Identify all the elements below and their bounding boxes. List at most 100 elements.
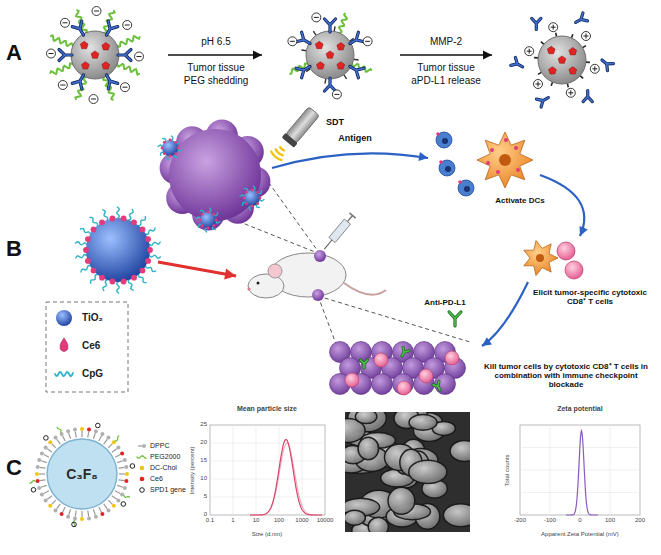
legend-box: [46, 302, 128, 392]
lipid-head: [123, 458, 127, 462]
antibody-outline: [118, 50, 131, 61]
ce6-dot: [256, 191, 259, 194]
lipid-head: [100, 432, 104, 436]
lipid-tail: [108, 444, 112, 448]
ce6-dot: [147, 247, 153, 253]
lipid-head: [94, 429, 98, 433]
axis-tick: -100: [544, 517, 556, 524]
chart-title: Mean particle size: [237, 405, 297, 413]
chart-title: Zeta potential: [557, 405, 603, 413]
charge-sign: [586, 34, 587, 39]
lipid-tail: [47, 449, 52, 453]
cpg-strand: [240, 195, 244, 197]
ce6-dot: [85, 236, 91, 242]
lipid-head: [40, 492, 44, 496]
ce6-dot: [110, 279, 116, 285]
lipid-tail: [69, 509, 71, 515]
ce6-dot: [163, 152, 166, 155]
tumor-mass: [169, 129, 261, 221]
peg-chain: [30, 481, 36, 484]
antibody: [583, 91, 592, 102]
panel-b: [46, 106, 588, 395]
antibody-outline: [347, 32, 364, 48]
antibody: [449, 312, 461, 326]
lipid-tail: [87, 511, 89, 517]
panel-letter: C: [6, 455, 22, 480]
lipid-tail: [112, 449, 117, 453]
sem-particle: [409, 460, 447, 483]
lipid-head: [87, 428, 91, 432]
drug-pentagon: [547, 46, 555, 53]
lipid-tail: [75, 511, 77, 517]
antibody: [59, 50, 72, 61]
antibody-body: [296, 62, 313, 78]
charge-sign: [553, 25, 554, 30]
ultrasound-wave: [275, 149, 283, 156]
gene-ring: [31, 488, 36, 493]
cpg-strand: [171, 136, 173, 140]
antibody: [102, 72, 118, 89]
cpg-strand: [178, 149, 182, 151]
charge-sign: [91, 99, 96, 100]
antibody-outline: [296, 62, 313, 78]
axis-tick: 1: [231, 517, 234, 524]
cpg-strand: [167, 156, 169, 160]
cpg-strand: [146, 266, 156, 272]
antibody: [573, 13, 587, 26]
charge-sign: [94, 11, 99, 12]
arrow-line: [400, 54, 492, 56]
lipid-tail: [119, 473, 125, 474]
axis-tick: -200: [514, 517, 526, 524]
axis-title: Intensity (percent): [189, 446, 196, 494]
cell-nucleus: [445, 166, 451, 172]
arrow-head: [482, 337, 492, 346]
legend-symbol: [140, 477, 145, 482]
antibody-outline: [347, 62, 364, 78]
antigen-dot: [436, 132, 440, 136]
grid-line: [210, 479, 325, 480]
t-cell: [565, 261, 583, 279]
drug-pentagon: [337, 43, 345, 50]
bubble-circle: [47, 439, 117, 509]
legend-symbol: [55, 372, 73, 376]
arrow-head: [224, 269, 236, 280]
ce6-dot: [245, 191, 248, 194]
lipid-head: [40, 452, 44, 456]
drug-pentagon: [102, 62, 110, 69]
arrow-head: [253, 51, 262, 60]
lipid-tail: [75, 432, 77, 438]
axis-tick: 0: [204, 511, 207, 518]
lipid-tail: [99, 507, 102, 512]
dendritic-cell: [524, 241, 558, 276]
gene-ring: [96, 423, 101, 428]
lipid-head: [107, 508, 111, 512]
lipid-tail: [44, 491, 49, 494]
antibody: [325, 19, 336, 32]
antibody-outline: [72, 72, 88, 89]
antibody-body: [325, 19, 336, 32]
antibody-body: [72, 72, 88, 89]
lipid-tail: [93, 433, 95, 439]
sem-particle: [368, 517, 388, 532]
cpg-strand: [129, 209, 133, 220]
peg-chain: [73, 520, 75, 526]
lipid-tail: [57, 504, 61, 509]
cpg-strand: [91, 275, 98, 284]
lipid-head: [44, 446, 48, 450]
charge-sign: [334, 94, 339, 95]
lipid-head: [36, 465, 40, 469]
tumor-cell: [372, 374, 393, 395]
lipid-tail: [52, 444, 56, 448]
antibody-outline: [325, 78, 336, 91]
mouse-nose: [247, 287, 250, 290]
ce6-dot: [140, 268, 146, 274]
lipid-head: [60, 512, 64, 516]
lipid-tail: [119, 467, 125, 469]
ultrasound-wave: [280, 146, 285, 150]
axis-tick: 25: [200, 421, 207, 428]
lipid-head: [54, 508, 58, 512]
annotation: pH 6.5: [201, 36, 230, 48]
tio2-core: [86, 218, 150, 282]
charge-circle: [566, 88, 575, 97]
charge-circle: [121, 83, 130, 92]
